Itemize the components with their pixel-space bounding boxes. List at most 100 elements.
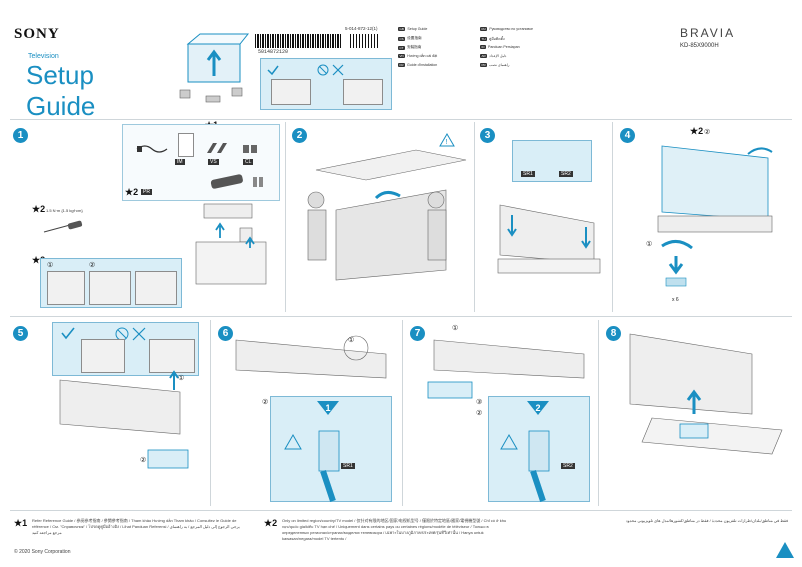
tv-lift-illustration [307,149,467,281]
hand-sketch [47,271,85,305]
incorrect-handling-sketch [149,339,195,373]
label-cl: CL [243,159,254,165]
divider [402,320,403,506]
power-cord-icon [136,145,168,153]
step-indicator-badge: 1 [317,401,339,415]
step-badge-1: 1 [13,128,28,143]
cover-attach-illustration [657,145,773,233]
do-dont-panel-5 [52,322,199,376]
divider [10,510,792,511]
unbox-illustration [179,33,250,103]
divider [10,119,792,120]
product-type: Television [28,53,59,60]
stand-assembly-illustration [195,203,267,285]
stand-mount-illustration [235,335,387,379]
sony-logo: SONY [14,26,60,42]
model-number: KD-85X9000H [680,43,719,49]
callout-1: ① [646,241,653,248]
stand-leg-drawing [318,430,340,502]
stand-removal-illustration [59,370,189,469]
prohibited-icon [115,327,146,341]
star2-footnote-mark: ★2 [264,518,278,528]
star2-mark: ★2 [32,255,46,265]
step-badge-6: 6 [218,326,233,341]
svg-text:!: ! [446,139,448,146]
screw-removal-panel: ① ② [40,258,182,308]
step-badge-5: 5 [13,326,28,341]
divider [598,320,599,506]
divider [210,320,211,506]
label-sr1: SR1 [521,171,535,177]
star2-mark: ★2 [125,187,139,197]
check-icon [267,65,279,76]
second-stand-illustration [427,339,585,399]
cable-clip-icon [243,145,257,153]
star1-footnote: Refer Reference Guide / 参阅参考指南 / 參閱參考指南 … [32,518,240,535]
barcode-small [350,34,378,48]
screwdriver-icon [43,220,83,233]
barcode-number: 5014872120 [258,49,289,55]
divider [474,122,475,312]
callout-1: ① [178,375,185,382]
prohibited-icon [317,64,344,76]
stand-type-panel: SR1 SR2 [512,140,592,182]
label-sr2: SR2 [561,463,575,469]
label-pr: PR [141,189,152,195]
do-dont-panel [260,58,392,110]
divider [612,122,613,312]
step-indicator-badge: 2 [527,401,549,415]
callout-2: ② [704,129,711,136]
step-badge-2: 2 [292,128,307,143]
callout-3: ③ [476,399,483,406]
label-vs: VS [208,159,219,165]
copyright: © 2020 Sony Corporation [14,549,71,555]
callout-1: ① [348,337,355,344]
star2-mark: ★2 [690,126,704,136]
callout-1: ① [47,262,54,269]
stand-icon [207,143,227,153]
correct-grip-sketch [271,79,311,105]
step-badge-8: 8 [606,326,621,341]
step-badge-3: 3 [480,128,495,143]
batteries-icon [253,177,263,187]
accessories-panel: IM VS CL ★2 PR [122,124,280,201]
reference-guide-icon [178,133,194,157]
step-badge-4: 4 [620,128,635,143]
tv-standing-illustration [629,333,783,455]
warning-hand-icon [284,433,302,450]
stand-detail-panel-sr2: 2 SR2 [488,396,590,502]
star2-mark: ★2 [32,204,46,214]
callout-2: ② [476,410,483,417]
warning-hand-icon [500,433,518,450]
callout-2: ② [262,399,269,406]
callout-2: ② [140,457,147,464]
check-icon [61,327,75,340]
clip-detail-illustration [661,240,693,287]
label-sr2: SR2 [559,171,573,177]
count-label: x 6 [672,297,679,303]
callout-1: ① [452,325,459,332]
label-sr1: SR1 [341,463,355,469]
warning-icon: ! [439,133,455,147]
step-badge-7: 7 [410,326,425,341]
star2-footnote: Only on limited region/country/TV model … [282,518,507,541]
stand-insert-illustration [497,204,601,274]
remote-control-icon [210,174,243,189]
part-number: 5-014-872-12(1) [345,26,378,31]
hand-sketch [135,271,177,305]
screw-torque-note: 1.5 N·m {1.5 kgf·cm} [46,208,83,213]
star1-footnote-mark: ★1 [14,518,28,528]
divider [285,122,286,312]
star2-footnote-arabic: فقط في مناطق/بلدان/طرازات تلفزيون محددة … [625,518,788,523]
